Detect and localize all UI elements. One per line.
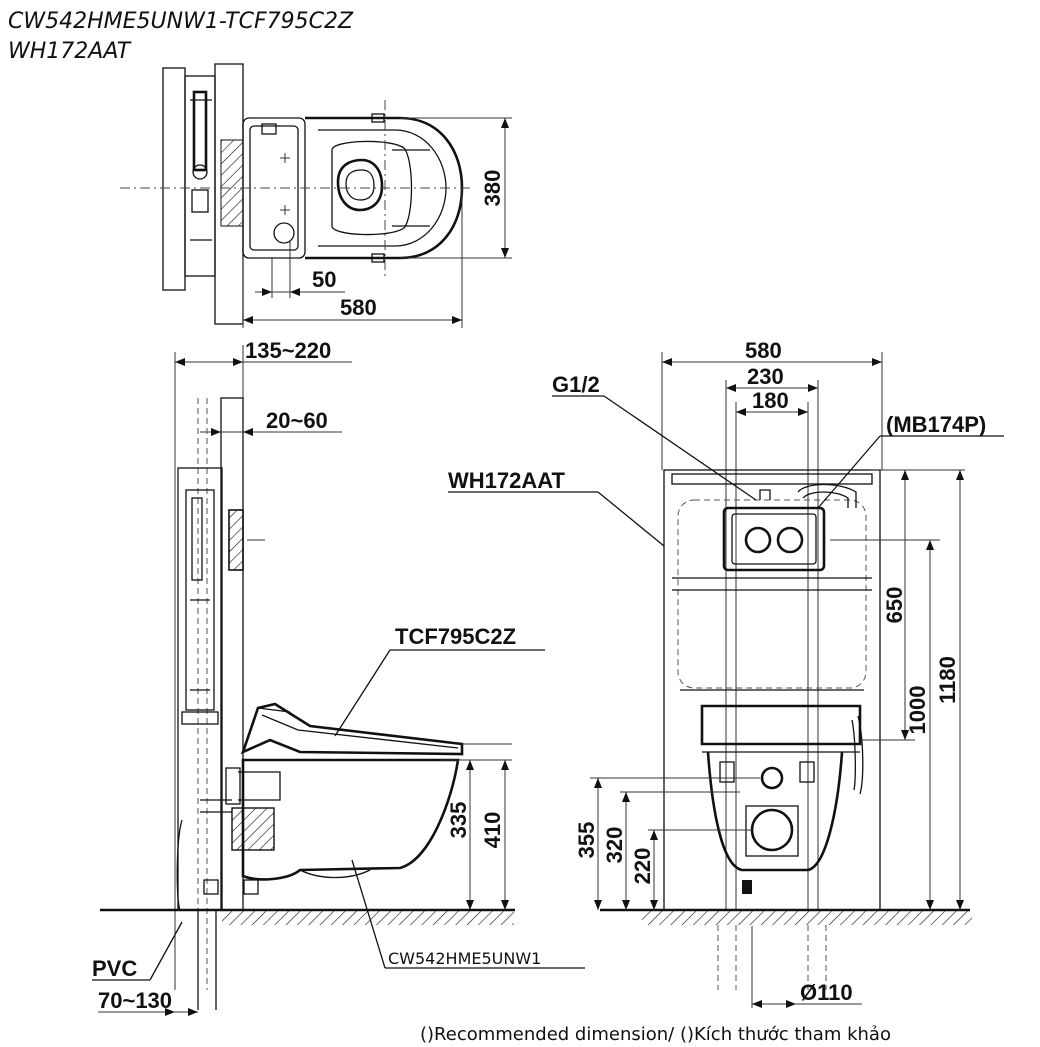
- title-model-line1: CW542HME5UNW1-TCF795C2Z: [8, 9, 354, 34]
- front-dim-230: 230: [747, 364, 784, 389]
- top-dim-380: 380: [480, 170, 505, 207]
- front-dim-320: 320: [602, 827, 627, 864]
- front-dim-180: 180: [752, 388, 789, 413]
- front-dim-1180: 1180: [935, 656, 960, 704]
- front-dim-650: 650: [882, 587, 907, 624]
- side-dim-335: 335: [446, 802, 471, 839]
- top-dim-580: 580: [340, 295, 377, 320]
- top-view: 380 50 580: [120, 63, 512, 328]
- title-model-line2: WH172AAT: [8, 39, 132, 64]
- side-dim-410: 410: [480, 812, 505, 849]
- top-dim-50: 50: [312, 267, 336, 292]
- front-label-wh172aat: WH172AAT: [448, 468, 566, 493]
- side-view: 135~220 20~60: [92, 338, 585, 1016]
- front-label-g1-2: G1/2: [552, 372, 600, 397]
- side-dim-70-130: 70~130: [98, 988, 172, 1013]
- recommended-dimension-note: ()Recommended dimension/ ()Kích thước th…: [420, 1024, 891, 1045]
- front-dim-220: 220: [630, 848, 655, 885]
- front-dim-580: 580: [745, 338, 782, 363]
- front-view: 580 230 180: [448, 338, 1004, 1008]
- side-label-cw542hme5unw1: CW542HME5UNW1: [388, 949, 541, 968]
- front-dim-dia-110: Ø110: [800, 980, 853, 1005]
- front-dim-1000: 1000: [905, 686, 930, 735]
- front-label-mb174p: (MB174P): [886, 412, 986, 437]
- side-label-pvc: PVC: [92, 956, 137, 981]
- front-dim-355: 355: [574, 822, 599, 859]
- side-dim-135-220: 135~220: [245, 338, 331, 363]
- side-dim-20-60: 20~60: [266, 408, 328, 433]
- side-label-tcf795c2z: TCF795C2Z: [395, 624, 516, 649]
